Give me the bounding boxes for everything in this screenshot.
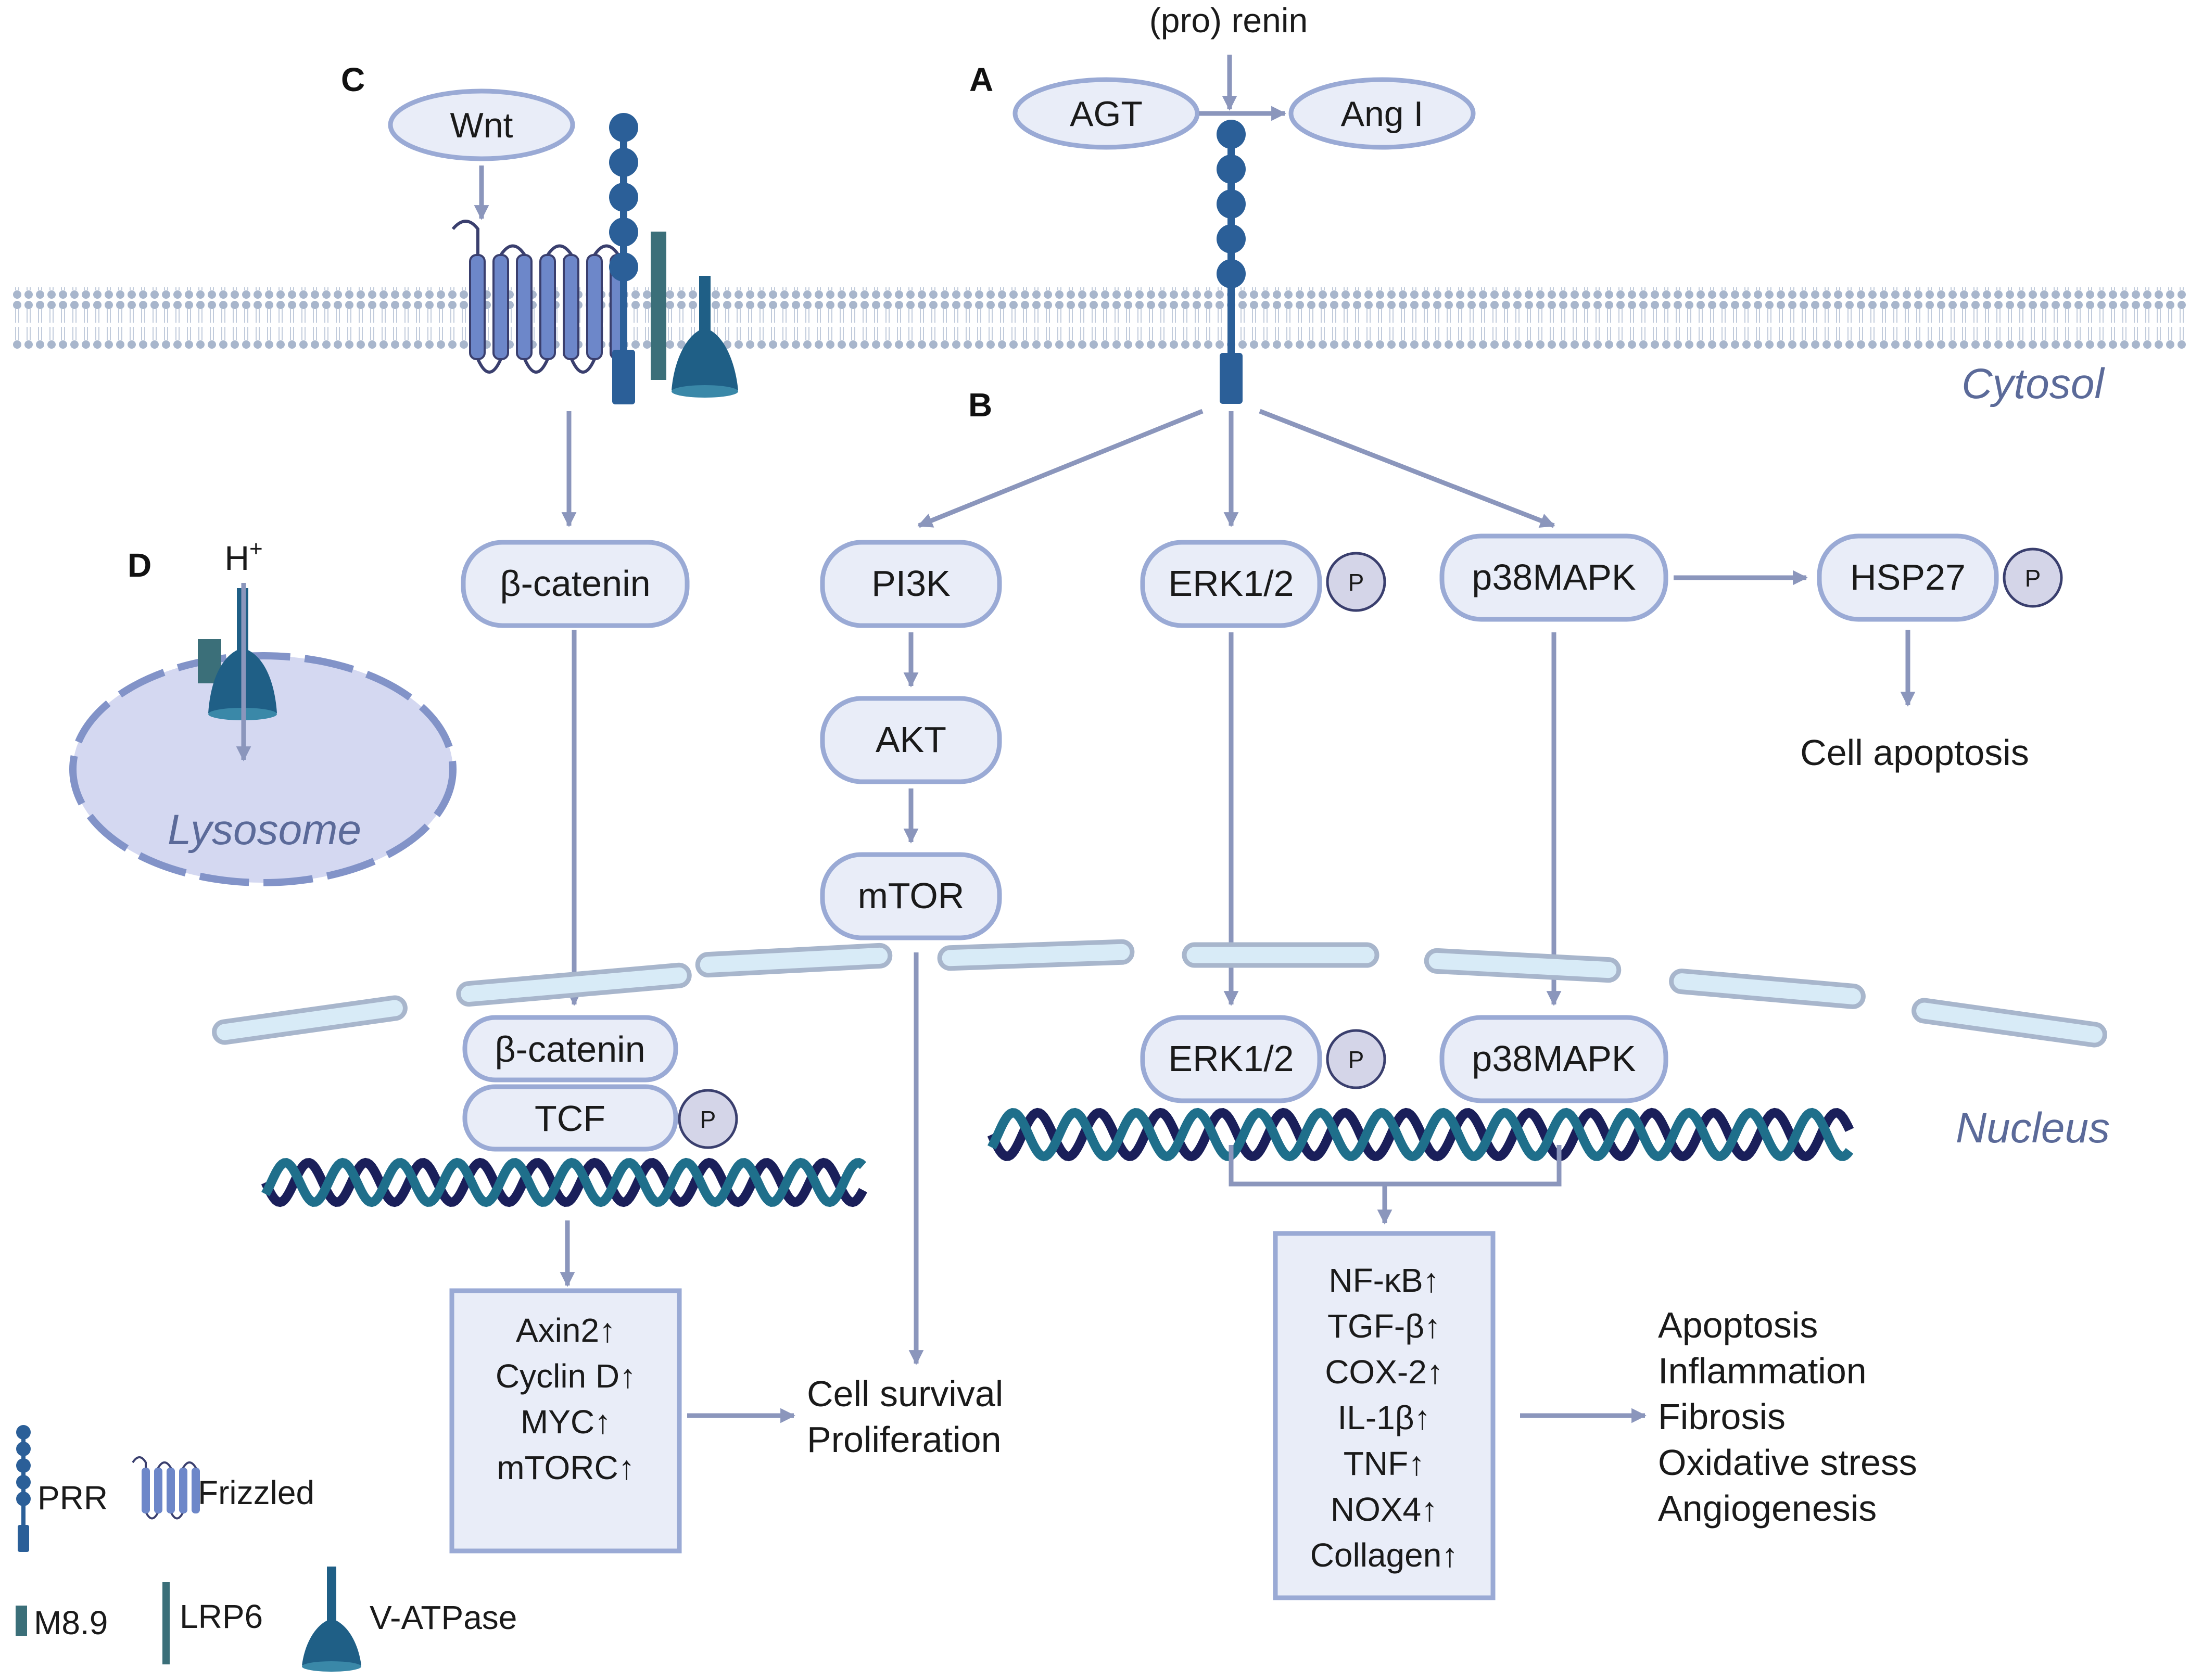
svg-text:HSP27: HSP27 [1850, 557, 1966, 597]
legend-m89-icon [16, 1606, 27, 1636]
svg-text:ERK1/2: ERK1/2 [1168, 563, 1294, 604]
svg-text:Inflammation: Inflammation [1658, 1351, 1867, 1391]
svg-text:Angiogenesis: Angiogenesis [1658, 1488, 1877, 1529]
svg-text:Collagen↑: Collagen↑ [1310, 1536, 1459, 1574]
panel-label-c: C [341, 61, 365, 98]
hsp27-phospho: P [2003, 548, 2063, 608]
dna-helix-left [261, 1157, 867, 1207]
wnt-node: Wnt [388, 88, 575, 161]
lysosome-label: Lysosome [168, 806, 361, 854]
legend-prr-icon [16, 1425, 31, 1552]
bcatenin-cytosol-node: β-catenin [461, 540, 690, 628]
legend: PRR Frizzled M8.9 LRP6 V-ATPase [16, 1425, 517, 1672]
svg-text:mTOR: mTOR [858, 875, 965, 916]
svg-text:p38MAPK: p38MAPK [1472, 557, 1636, 597]
svg-text:Ang I: Ang I [1341, 94, 1424, 134]
dna-helix-right [987, 1108, 1854, 1162]
inflammation-target-genes-box: NF-κB↑ TGF-β↑ COX-2↑ IL-1β↑ TNF↑ NOX4↑ C… [1273, 1231, 1496, 1600]
svg-text:NOX4↑: NOX4↑ [1331, 1491, 1438, 1528]
svg-text:Cyclin D↑: Cyclin D↑ [496, 1357, 636, 1395]
lrp6-receptor [651, 232, 666, 380]
cell-apoptosis-label: Cell apoptosis [1800, 732, 2029, 773]
outcome-list: Apoptosis Inflammation Fibrosis Oxidativ… [1658, 1305, 1917, 1529]
legend-prr-label: PRR [37, 1479, 108, 1517]
vatpase-receptor [672, 276, 738, 398]
panel-label-d: D [128, 546, 151, 584]
legend-m89-label: M8.9 [34, 1604, 108, 1641]
mtor-node: mTOR [820, 852, 1002, 940]
panel-label-a: A [969, 61, 993, 98]
pi3k-node: PI3K [820, 540, 1002, 628]
svg-text:IL-1β↑: IL-1β↑ [1337, 1399, 1431, 1436]
bracket-to-inflammation-box [1229, 1145, 1562, 1187]
svg-text:Oxidative stress: Oxidative stress [1658, 1442, 1917, 1483]
svg-text:NF-κB↑: NF-κB↑ [1328, 1262, 1439, 1299]
erk-cytosol-node: ERK1/2 [1140, 540, 1322, 628]
cell-survival-label: Cell survival [807, 1373, 1003, 1414]
bcatenin-nucleus-node: β-catenin [462, 1015, 678, 1083]
svg-text:β-catenin: β-catenin [495, 1029, 645, 1070]
svg-text:Fibrosis: Fibrosis [1658, 1396, 1786, 1437]
erk-nucleus-node: ERK1/2 [1140, 1015, 1322, 1103]
svg-text:COX-2↑: COX-2↑ [1325, 1353, 1444, 1391]
nucleus-label: Nucleus [1956, 1104, 2110, 1152]
agt-node: AGT [1012, 77, 1200, 150]
pro-renin-label: (pro) renin [1149, 1, 1308, 40]
akt-node: AKT [820, 696, 1002, 784]
svg-text:Wnt: Wnt [450, 106, 513, 145]
erk-cytosol-phospho: P [1326, 552, 1386, 612]
svg-text:p38MAPK: p38MAPK [1472, 1038, 1636, 1079]
svg-text:AGT: AGT [1070, 94, 1143, 134]
svg-text:TNF↑: TNF↑ [1344, 1445, 1425, 1482]
cytosol-label: Cytosol [1961, 360, 2105, 408]
svg-text:Apoptosis: Apoptosis [1658, 1305, 1818, 1345]
p38-cytosol-node: p38MAPK [1439, 533, 1668, 622]
erk-nucleus-phospho: P [1326, 1029, 1386, 1089]
arrow-prr-to-pi3k [917, 409, 1204, 528]
lysosome [69, 652, 457, 886]
legend-lrp6-label: LRP6 [180, 1598, 263, 1635]
svg-text:β-catenin: β-catenin [500, 563, 650, 604]
legend-frizzled-icon [132, 1456, 200, 1520]
svg-text:TCF: TCF [535, 1098, 605, 1139]
legend-vatpase-label: V-ATPase [370, 1599, 517, 1636]
legend-lrp6-icon [162, 1582, 170, 1664]
svg-text:mTORC↑: mTORC↑ [497, 1449, 635, 1486]
svg-text:P: P [1348, 1046, 1364, 1073]
svg-text:P: P [2025, 565, 2041, 592]
legend-frizzled-label: Frizzled [198, 1474, 314, 1511]
prr-receptor [1217, 120, 1246, 404]
tcf-phospho: P [678, 1089, 738, 1149]
arrow-prr-to-p38 [1259, 409, 1555, 528]
nuclear-envelope [212, 939, 2107, 1048]
tcf-node: TCF [462, 1084, 678, 1152]
svg-text:ERK1/2: ERK1/2 [1168, 1038, 1294, 1079]
panel-label-b: B [968, 386, 992, 424]
svg-text:P: P [700, 1106, 716, 1133]
plasma-membrane [10, 287, 2186, 350]
proton-label: H+ [224, 536, 262, 577]
wnt-target-genes-box: Axin2↑ Cyclin D↑ MYC↑ mTORC↑ [449, 1288, 682, 1554]
svg-text:Axin2↑: Axin2↑ [516, 1312, 616, 1349]
hsp27-node: HSP27 [1817, 533, 1999, 622]
svg-text:PI3K: PI3K [871, 563, 951, 604]
prr-receptor-left [609, 113, 638, 404]
svg-text:AKT: AKT [876, 719, 946, 760]
svg-text:MYC↑: MYC↑ [521, 1403, 611, 1441]
p38-nucleus-node: p38MAPK [1439, 1015, 1668, 1103]
svg-text:P: P [1348, 569, 1364, 596]
legend-vatpase-icon [302, 1567, 361, 1672]
svg-text:TGF-β↑: TGF-β↑ [1327, 1307, 1441, 1345]
proliferation-label: Proliferation [807, 1419, 1002, 1460]
ang1-node: Ang I [1288, 77, 1476, 150]
